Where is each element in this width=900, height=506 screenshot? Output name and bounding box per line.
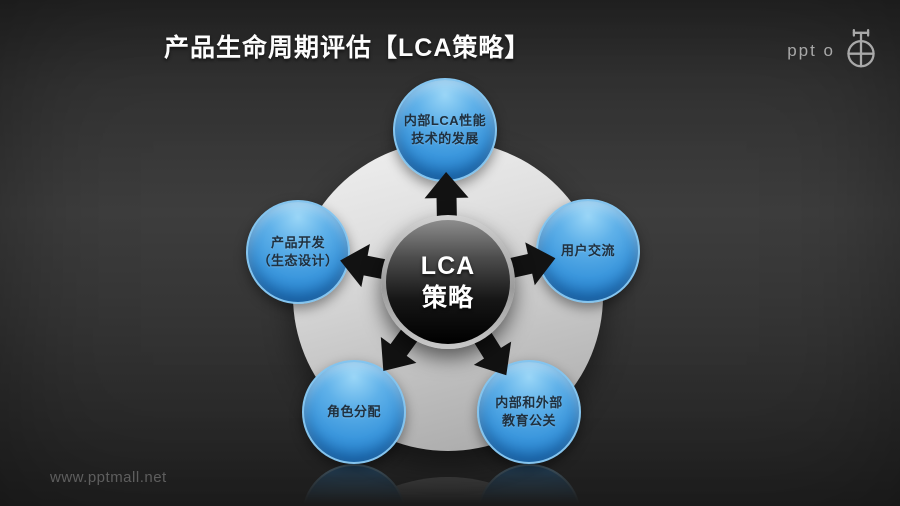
stopwatch-logo-icon: [842, 26, 880, 75]
node-label: 产品开发: [270, 235, 325, 251]
logo-text: ppt o: [787, 40, 835, 60]
node-role-assignment: 角色分配: [302, 360, 406, 464]
node-product-development-eco-design: 产品开发 （生态设计）: [246, 200, 350, 304]
center-hub-lca-strategy: LCA 策略: [386, 220, 510, 344]
node-reflection: [477, 464, 581, 506]
watermark-text: www.pptmall.net: [50, 469, 167, 486]
slide-title: 产品生命周期评估【LCA策略】: [164, 34, 531, 62]
node-label: 角色分配: [326, 404, 381, 420]
center-hub-ring: LCA 策略: [381, 215, 515, 349]
node-internal-external-education-pr: 内部和外部 教育公关: [477, 360, 581, 464]
node-label: 内部LCA性能: [403, 113, 487, 129]
node-label: （生态设计）: [257, 253, 339, 268]
node-label: 用户交流: [560, 243, 615, 259]
node-label: 技术的发展: [411, 131, 479, 146]
pptmall-logo: ppt o: [787, 26, 880, 75]
node-label: 教育公关: [501, 413, 556, 428]
center-label: 策略: [421, 284, 474, 312]
node-user-communication: 用户交流: [536, 199, 640, 303]
node-reflection: [302, 464, 406, 506]
node-label: 内部和外部: [495, 395, 563, 411]
node-internal-lca-performance: 内部LCA性能 技术的发展: [393, 78, 497, 182]
center-label: LCA: [420, 251, 476, 280]
